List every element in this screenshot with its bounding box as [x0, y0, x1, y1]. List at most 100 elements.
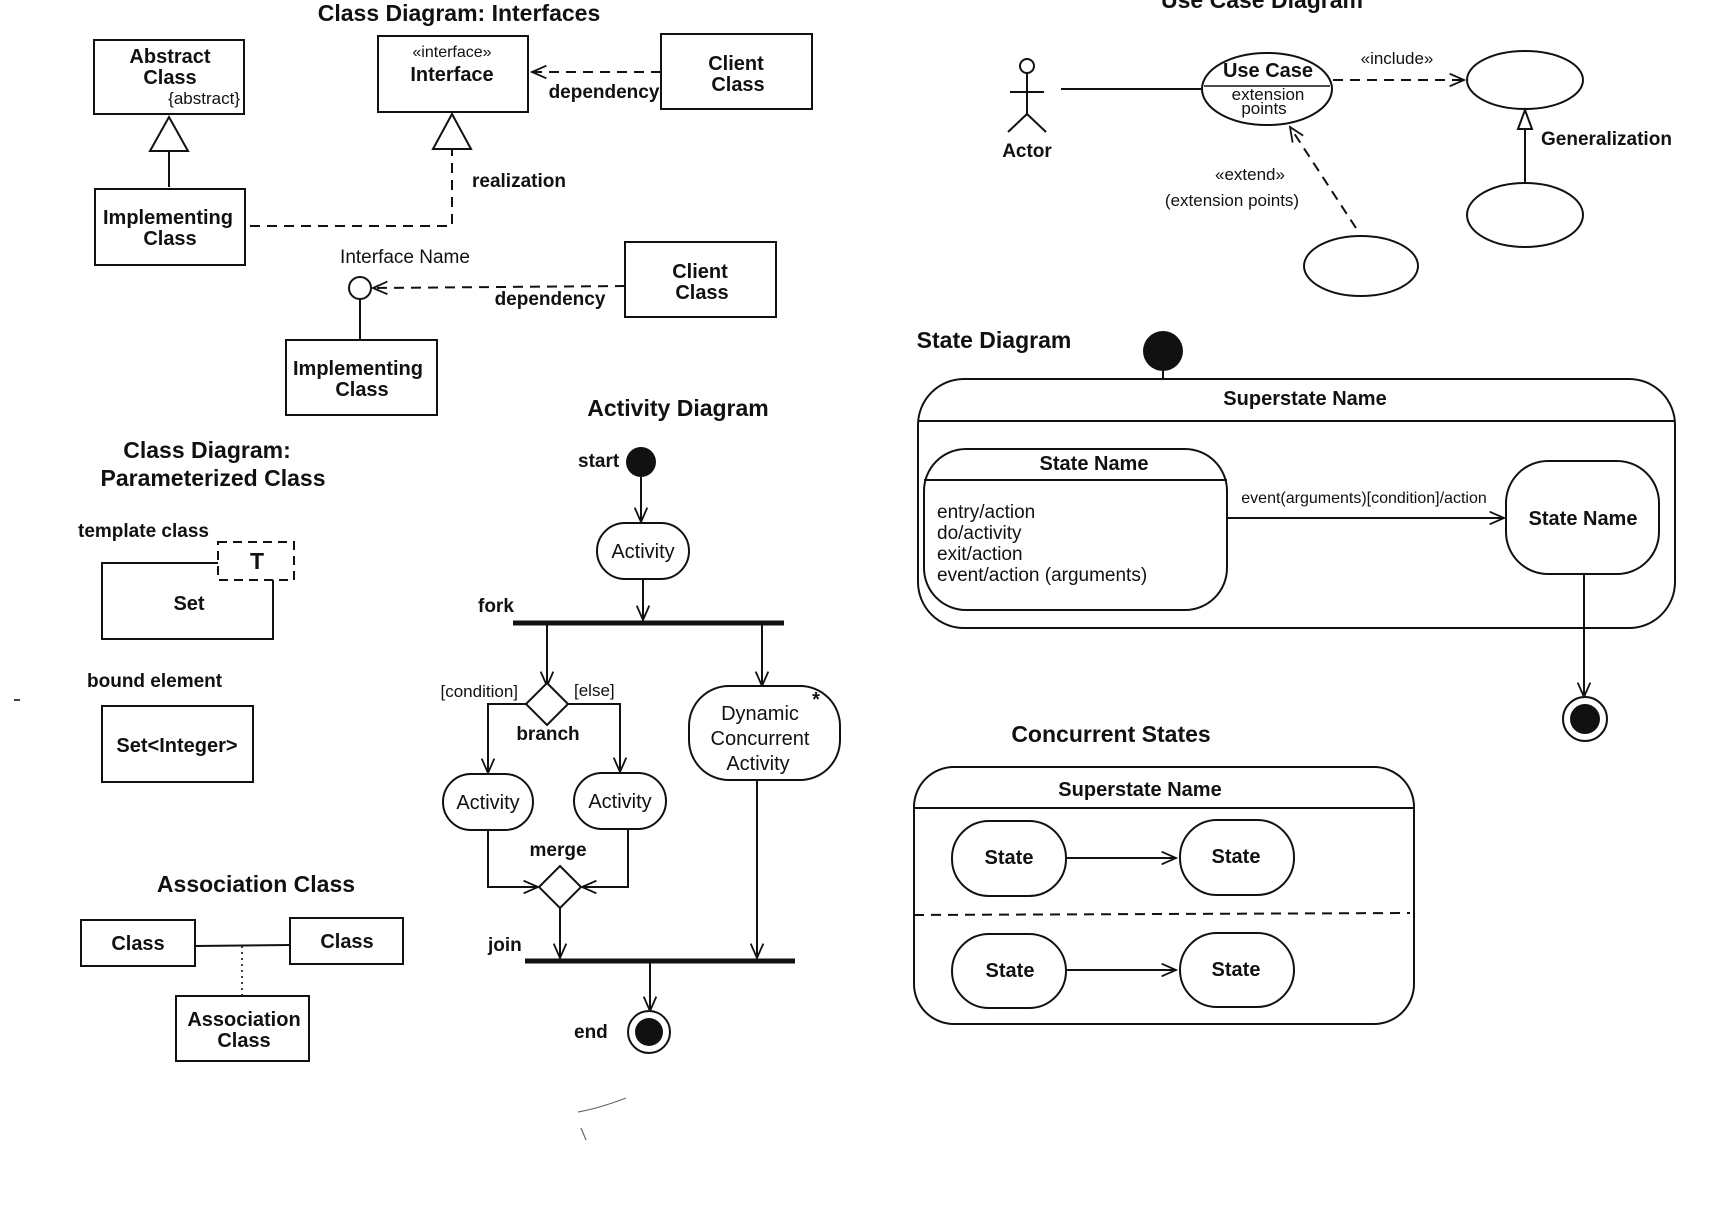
activity-right	[573, 772, 667, 830]
set-class-name: Set	[173, 593, 204, 615]
interfaces-section: Class Diagram: Interfaces Abstract Class…	[93, 0, 813, 416]
client-class-2-line1: Client	[672, 261, 728, 283]
concurrent-region-divider	[913, 912, 1411, 916]
internal-exit: exit/action	[937, 544, 1023, 565]
initial-state	[1143, 331, 1183, 371]
dynamic-line1: Dynamic	[721, 703, 799, 725]
end-label: end	[574, 1022, 608, 1043]
concurrent-title: Concurrent States	[1011, 721, 1210, 747]
transition-label: event(arguments)[condition]/action	[1241, 490, 1486, 507]
branch-diamond	[524, 681, 570, 727]
scan-mark	[577, 1097, 627, 1113]
start-node	[626, 447, 656, 477]
client-class-box	[660, 33, 813, 110]
generalization-triangle	[148, 114, 190, 152]
implementing-class-2-box	[285, 339, 438, 416]
activity-title: Activity Diagram	[587, 395, 769, 421]
realization-triangle	[431, 111, 473, 150]
included-use-case	[1466, 50, 1584, 110]
state-name: State Name	[1040, 453, 1149, 475]
concurrent-state-2	[1179, 819, 1295, 896]
branch-label: branch	[516, 724, 579, 745]
state-with-internals	[923, 448, 1228, 611]
implementing-class-line1: Implementing	[103, 207, 233, 229]
usecase-section: Use Case Diagram Actor Use Case extensio…	[1002, 0, 1672, 297]
parameterized-section: Class Diagram: Parameterized Class templ…	[78, 437, 326, 783]
extension-points-label: (extension points)	[1165, 191, 1299, 210]
interface-name-label: Interface Name	[340, 247, 470, 268]
class-left-box	[80, 919, 196, 967]
generalization-label: Generalization	[1541, 129, 1672, 150]
dynamic-line3: Activity	[726, 753, 789, 775]
merge-label: merge	[529, 840, 586, 861]
extend-label: «extend»	[1215, 165, 1285, 184]
abstract-class-name-line1: Abstract	[129, 46, 210, 68]
realization-label: realization	[472, 171, 566, 192]
merge-diamond	[537, 864, 583, 910]
class-right-box	[289, 917, 404, 965]
dependency-2-arrow	[373, 286, 626, 288]
realization-line	[250, 150, 453, 227]
extend-arrow	[1290, 127, 1357, 229]
usecase-title: Use Case Diagram	[1161, 0, 1363, 13]
branch-condition-flow	[488, 703, 526, 773]
template-parameter-box	[217, 541, 295, 581]
end-node	[635, 1018, 663, 1046]
else-label: [else]	[574, 681, 615, 700]
implementing-class-line2: Class	[143, 228, 196, 250]
state-right	[1505, 460, 1660, 575]
use-case-ellipse	[1201, 52, 1333, 126]
actor-icon	[1007, 58, 1047, 133]
abstract-tag: {abstract}	[168, 89, 240, 108]
class-left-name: Class	[111, 933, 164, 955]
template-parameter: T	[250, 548, 264, 574]
generalization-arrowhead	[1516, 107, 1534, 130]
abstract-class-name-line2: Class	[143, 67, 196, 89]
class-right-name: Class	[320, 931, 373, 953]
concurrent-superstate-name: Superstate Name	[1058, 779, 1221, 801]
right-to-merge-flow	[582, 829, 629, 887]
activity-right-label: Activity	[588, 791, 651, 813]
use-case-name: Use Case	[1223, 60, 1313, 82]
parameterized-title-line2: Parameterized Class	[100, 465, 325, 491]
dependency-2-label: dependency	[495, 289, 606, 310]
association-class-line1: Association	[187, 1009, 300, 1031]
association-class-line2: Class	[217, 1030, 270, 1052]
client-class-2-box	[624, 241, 777, 318]
internal-do: do/activity	[937, 523, 1022, 544]
dynamic-concurrent-activity	[688, 685, 841, 781]
association-section: Association Class Class Class Associatio…	[80, 871, 404, 1062]
concurrent-state-3-label: State	[986, 960, 1035, 982]
state-section: State Diagram Superstate Name State Name…	[917, 327, 1676, 742]
branch-else-flow	[568, 703, 620, 772]
implementing-class-box	[94, 188, 246, 266]
concurrent-state-2-label: State	[1212, 846, 1261, 868]
child-use-case	[1466, 182, 1584, 248]
fork-label: fork	[478, 596, 514, 617]
concurrent-section: Concurrent States Superstate Name State …	[913, 721, 1415, 1025]
association-title: Association Class	[157, 871, 355, 897]
concurrent-state-4-label: State	[1212, 959, 1261, 981]
lollipop-interface-icon	[348, 276, 372, 300]
bound-element-name: Set<Integer>	[116, 735, 237, 757]
interfaces-title: Class Diagram: Interfaces	[318, 0, 601, 26]
scan-mark-2	[580, 1127, 587, 1141]
association-class-box	[175, 995, 310, 1062]
client-class-2-line2: Class	[675, 282, 728, 304]
association-line	[194, 944, 291, 947]
bound-element-label: bound element	[87, 671, 223, 692]
implementing-class-2-line1: Implementing	[293, 358, 423, 380]
extension-points-line1: extension	[1232, 85, 1305, 104]
interface-name: Interface	[410, 64, 493, 86]
activity-section: Activity Diagram start Activity fork [co…	[441, 395, 841, 1054]
state-title: State Diagram	[917, 327, 1072, 353]
bound-element-box	[101, 705, 254, 783]
interface-stereotype: «interface»	[412, 44, 491, 61]
extending-use-case	[1303, 235, 1419, 297]
internal-entry: entry/action	[937, 502, 1035, 523]
activity-top-label: Activity	[611, 541, 674, 563]
concurrent-state-1-label: State	[985, 847, 1034, 869]
activity-left-label: Activity	[456, 792, 519, 814]
template-class-label: template class	[78, 521, 209, 542]
